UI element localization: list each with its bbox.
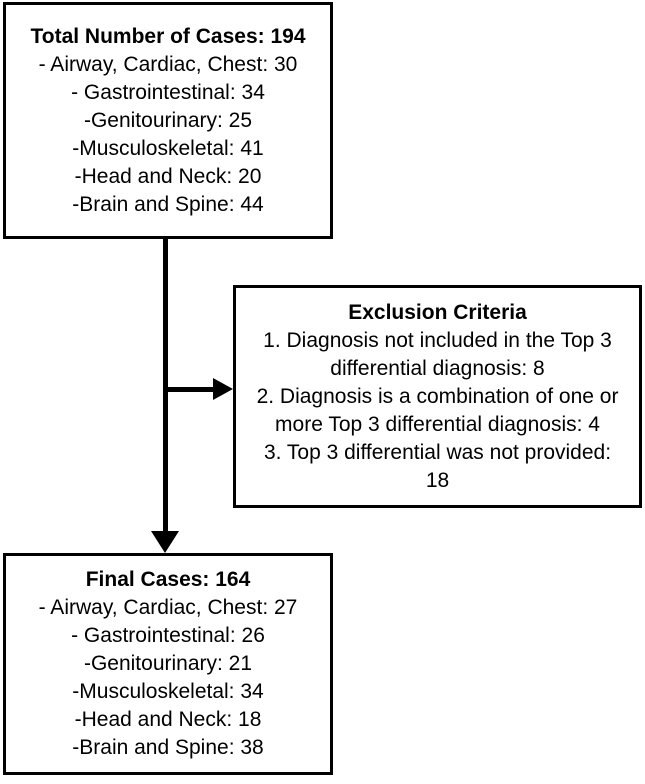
list-item: -Musculoskeletal: 41: [72, 136, 264, 160]
list-item: - Airway, Cardiac, Chest: 27: [38, 596, 298, 619]
arrowhead-down-icon: [151, 531, 179, 553]
list-item: -Head and Neck: 18: [74, 708, 262, 731]
total-cases-box: Total Number of Cases: 194 - Airway, Car…: [3, 2, 333, 239]
list-item: - Gastrointestinal: 26: [71, 624, 265, 647]
list-item: 1. Diagnosis not included in the Top 3 d…: [263, 328, 612, 380]
final-cases-list: - Airway, Cardiac, Chest: 27 - Gastrointe…: [6, 594, 330, 762]
list-item: -Genitourinary: 25: [83, 108, 253, 132]
list-item: -Head and Neck: 20: [74, 164, 262, 188]
list-item: -Brain and Spine: 38: [72, 736, 264, 759]
list-item: -Musculoskeletal: 34: [72, 680, 264, 703]
final-cases-title: Final Cases: 164: [85, 568, 251, 591]
total-cases-title: Total Number of Cases: 194: [30, 24, 306, 48]
list-item: - Gastrointestinal: 34: [71, 80, 265, 104]
exclusion-criteria-box: Exclusion Criteria 1. Diagnosis not incl…: [233, 285, 642, 508]
exclusion-criteria-list: 1. Diagnosis not included in the Top 3 d…: [252, 327, 623, 495]
list-item: - Airway, Cardiac, Chest: 30: [38, 52, 298, 76]
total-cases-list: - Airway, Cardiac, Chest: 30 - Gastrointe…: [6, 51, 330, 219]
list-item: -Brain and Spine: 44: [72, 192, 264, 216]
arrowhead-right-icon: [213, 378, 233, 400]
list-item: 3. Top 3 differential was not provided: …: [263, 440, 612, 492]
list-item: 2. Diagnosis is a combination of one or …: [256, 384, 619, 436]
arrow-line-total-to-final: [163, 239, 168, 533]
exclusion-criteria-title: Exclusion Criteria: [348, 300, 527, 324]
final-cases-box: Final Cases: 164 - Airway, Cardiac, Ches…: [3, 553, 333, 775]
arrow-line-to-exclusion: [165, 387, 215, 392]
list-item: -Genitourinary: 21: [83, 652, 253, 675]
